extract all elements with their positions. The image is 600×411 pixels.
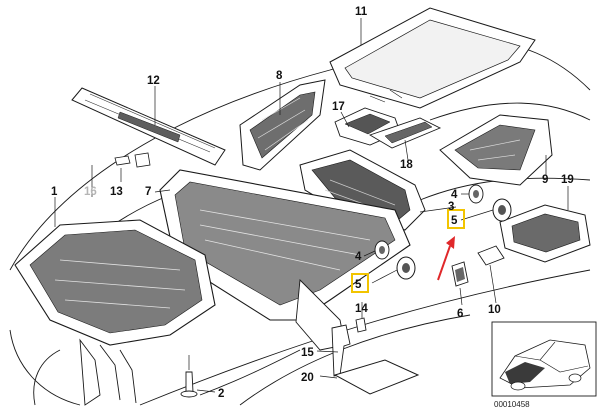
part-9-liner [439, 114, 553, 186]
label-part-19: 19 [561, 174, 574, 186]
part-5-washer-lower [396, 256, 416, 280]
label-part-12: 12 [147, 75, 160, 87]
part-5-washer-upper [492, 198, 512, 222]
label-part-1: 1 [51, 186, 58, 198]
part-4-grommet-lower [374, 240, 390, 260]
part-4-grommet-upper [468, 184, 484, 204]
reference-code: 00010458 [494, 400, 530, 409]
label-part-4-lower: 4 [355, 251, 362, 263]
label-part-20: 20 [301, 372, 314, 384]
leader-lines [54, 18, 569, 393]
label-part-3: 3 [448, 201, 454, 213]
part-6-plug [451, 261, 469, 287]
part-11-insulation [329, 7, 536, 109]
part-14-clip [355, 317, 367, 333]
label-part-18: 18 [400, 159, 413, 171]
part-17-18-brackets [334, 107, 442, 149]
label-part-13: 13 [110, 186, 123, 198]
part-7-firewall [159, 169, 411, 351]
label-part-2: 2 [218, 388, 224, 400]
part-1-insulation-panel [14, 219, 216, 346]
highlight-box-part-5-upper [447, 209, 465, 229]
part-12-cowl-strip [71, 87, 226, 166]
red-arrow [437, 236, 455, 281]
label-part-14: 14 [355, 303, 368, 315]
label-part-10: 10 [488, 304, 501, 316]
part-2-fastener [180, 371, 198, 398]
label-part-17: 17 [332, 101, 345, 113]
label-part-8: 8 [276, 70, 283, 82]
label-part-6: 6 [457, 308, 463, 320]
highlight-box-part-5-lower [351, 273, 369, 293]
label-part-15: 15 [301, 347, 314, 359]
part-13-16-clips [114, 152, 151, 168]
label-part-7: 7 [145, 186, 151, 198]
part-8-side-panel [239, 79, 326, 171]
label-part-16: 16 [84, 186, 97, 198]
label-part-4-upper: 4 [451, 189, 458, 201]
part-20-pad [333, 359, 420, 395]
part-10-plate [477, 245, 505, 266]
part-19-lower-cover [499, 204, 591, 263]
label-part-9: 9 [542, 174, 548, 186]
label-part-5-upper: 5 [451, 215, 458, 227]
part-15-bracket [331, 324, 351, 377]
label-part-5-lower: 5 [355, 279, 362, 291]
location-inset [491, 321, 597, 397]
label-part-11: 11 [355, 6, 368, 18]
front-grille [33, 338, 137, 406]
